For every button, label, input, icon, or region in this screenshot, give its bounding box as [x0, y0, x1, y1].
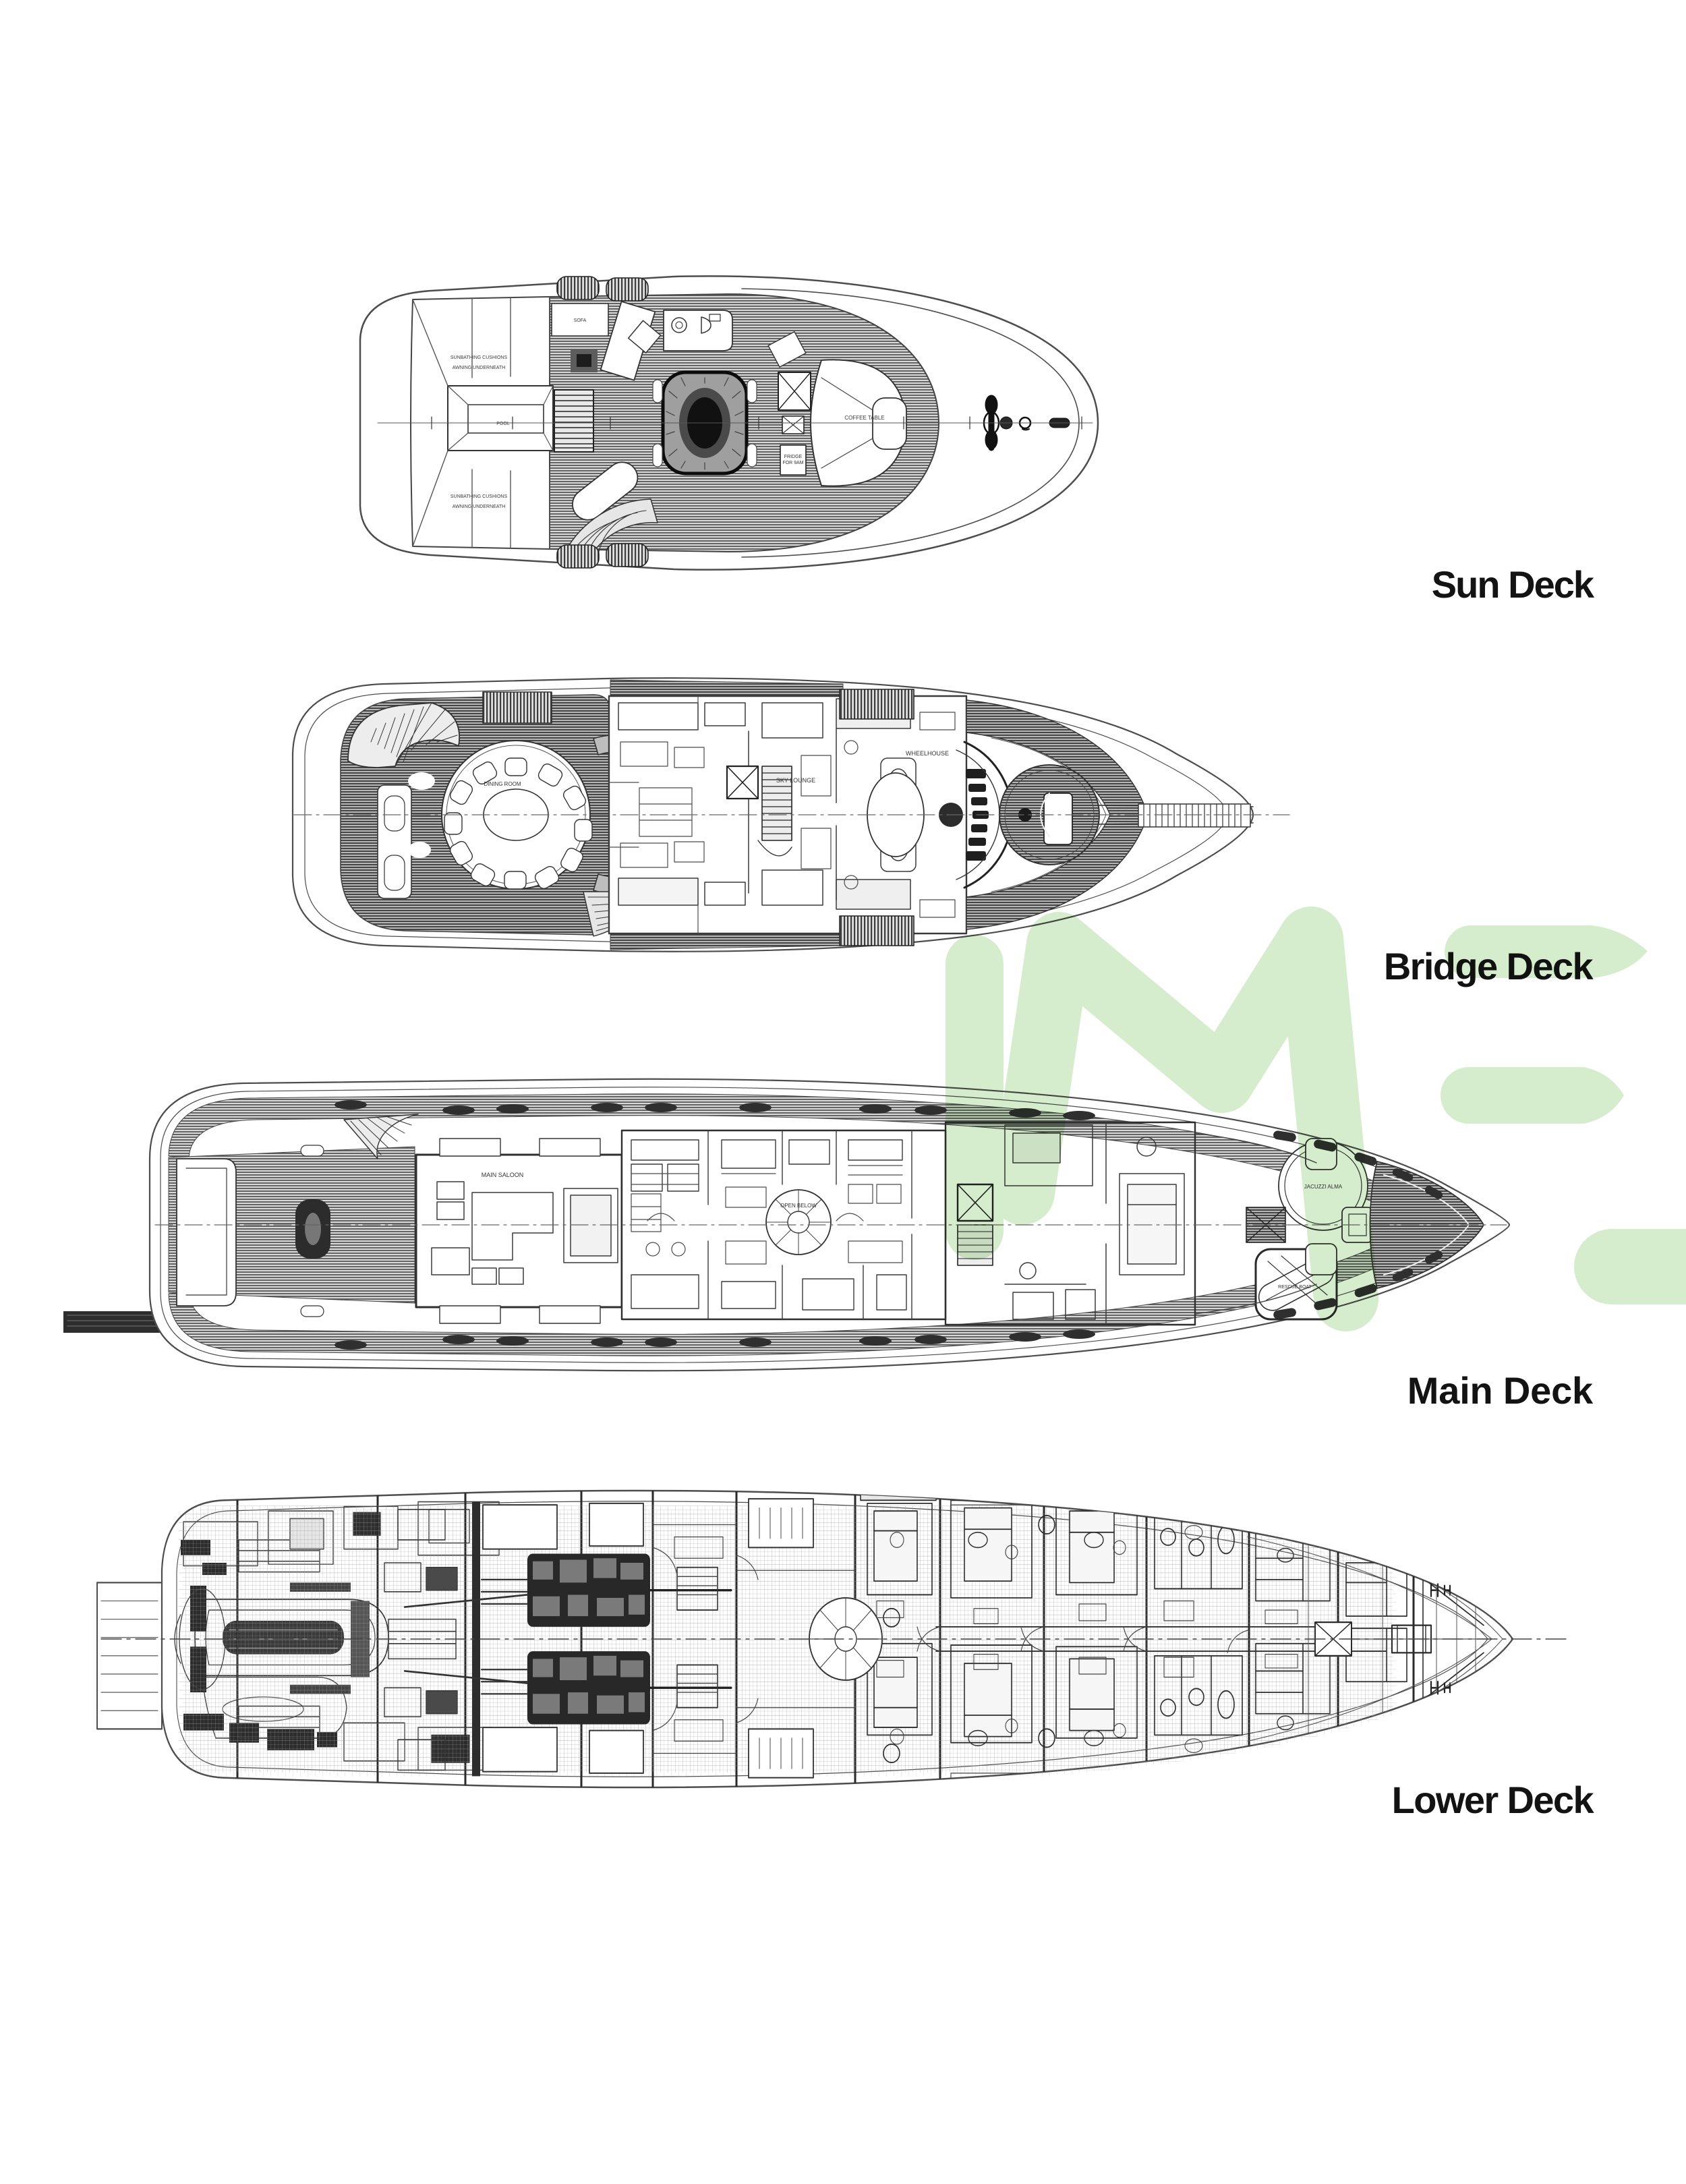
svg-text:Sun Deck: Sun Deck [1432, 563, 1595, 606]
svg-text:SUNBATHING CUSHIONS: SUNBATHING CUSHIONS [450, 494, 508, 499]
svg-text:SUNBATHING CUSHIONS: SUNBATHING CUSHIONS [450, 355, 508, 360]
svg-text:Lower Deck: Lower Deck [1392, 1779, 1595, 1821]
svg-text:MAIN SALOON: MAIN SALOON [482, 1172, 524, 1178]
svg-text:Main Deck: Main Deck [1407, 1369, 1594, 1412]
svg-text:SOFA: SOFA [574, 318, 587, 323]
svg-text:COFFEE TABLE: COFFEE TABLE [844, 415, 884, 421]
svg-text:OPEN BELOW: OPEN BELOW [780, 1203, 817, 1209]
svg-text:DINING ROOM: DINING ROOM [484, 781, 521, 787]
svg-text:FOR 9AM: FOR 9AM [782, 461, 803, 465]
svg-text:AWNING UNDERNEATH: AWNING UNDERNEATH [453, 505, 506, 509]
svg-text:RESCUE BOAT: RESCUE BOAT [1278, 1285, 1312, 1290]
svg-text:AWNING UNDERNEATH: AWNING UNDERNEATH [453, 366, 506, 370]
svg-text:FRIDGE: FRIDGE [784, 455, 803, 459]
svg-text:WHEELHOUSE: WHEELHOUSE [906, 750, 949, 757]
svg-text:SKY LOUNGE: SKY LOUNGE [776, 777, 815, 784]
svg-text:POOL: POOL [496, 422, 510, 426]
